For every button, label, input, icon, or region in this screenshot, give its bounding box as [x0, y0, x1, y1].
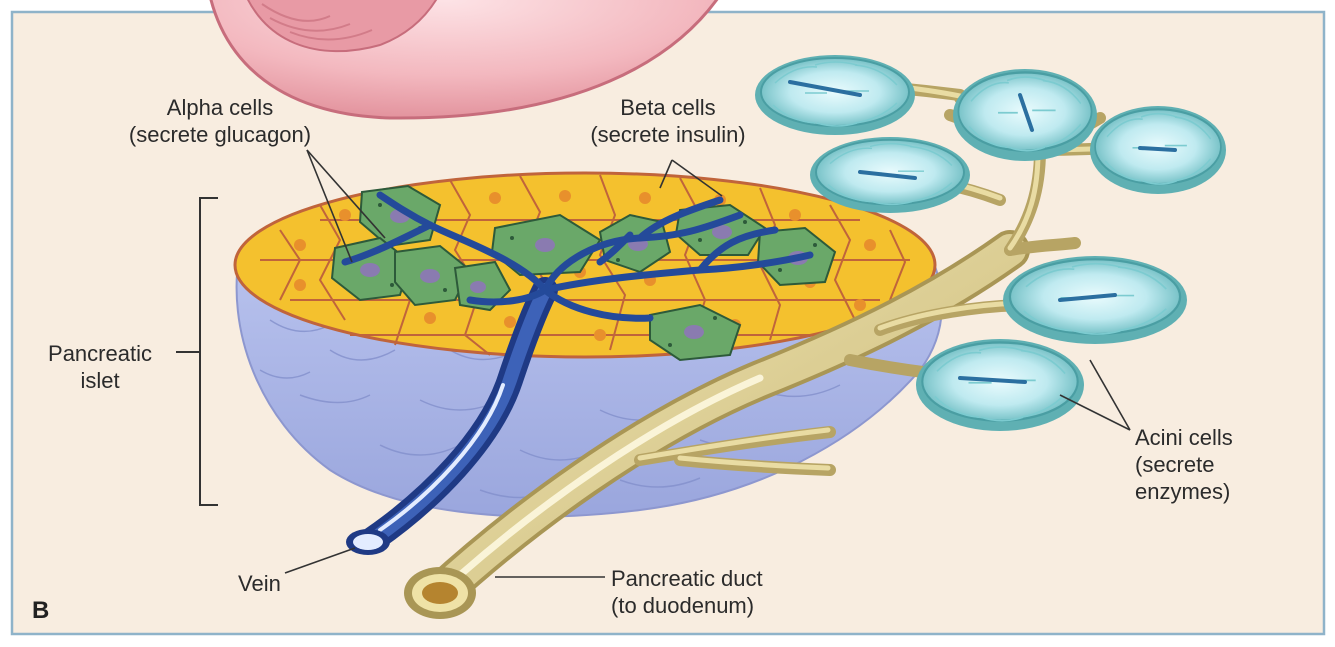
pancreatic-duct-label: Pancreatic duct (to duodenum) [611, 565, 763, 619]
pancreatic-islet-label-line2: islet [30, 367, 170, 394]
alpha-cells-label-line1: Alpha cells [100, 94, 340, 121]
acini-cells-label-line3: enzymes) [1135, 478, 1233, 505]
beta-cells-label: Beta cells (secrete insulin) [563, 94, 773, 148]
vein-label-text: Vein [238, 570, 281, 597]
pancreatic-duct-label-line1: Pancreatic duct [611, 565, 763, 592]
pancreatic-duct-label-line2: (to duodenum) [611, 592, 763, 619]
acini-cells-label: Acini cells (secrete enzymes) [1135, 424, 1233, 505]
vein-label: Vein [238, 570, 281, 597]
pancreatic-islet-label-line1: Pancreatic [30, 340, 170, 367]
beta-cells-label-line2: (secrete insulin) [563, 121, 773, 148]
alpha-cells-label: Alpha cells (secrete glucagon) [100, 94, 340, 148]
acini-cells-label-line2: (secrete [1135, 451, 1233, 478]
beta-cells-label-line1: Beta cells [563, 94, 773, 121]
panel-letter: B [32, 597, 49, 625]
acini-cells-label-line1: Acini cells [1135, 424, 1233, 451]
alpha-cells-label-line2: (secrete glucagon) [100, 121, 340, 148]
pancreatic-islet-label: Pancreatic islet [30, 340, 170, 394]
